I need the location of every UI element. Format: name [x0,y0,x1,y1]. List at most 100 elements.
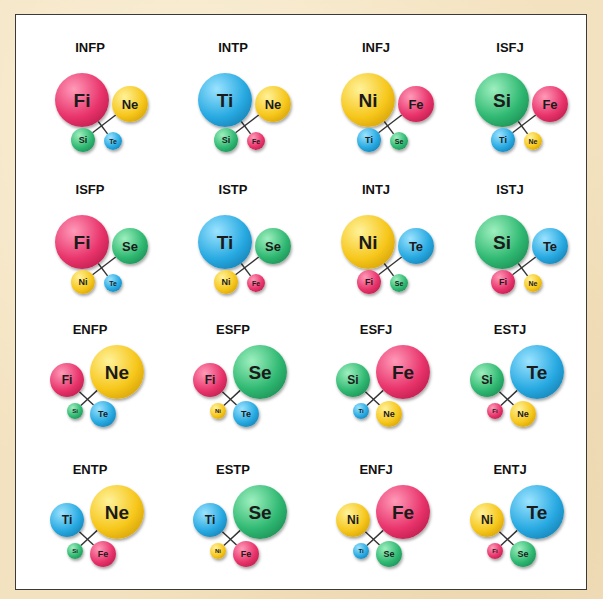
function-name: Fe [252,138,260,145]
function-circle: Ni [470,503,504,537]
function-circle: Ne [255,86,291,122]
function-name: Si [481,374,492,386]
function-name: Se [383,550,394,559]
type-label: INFP [75,41,105,55]
function-name: Te [98,410,108,419]
function-name: Fi [365,278,373,287]
function-name: Ti [358,408,363,414]
function-circle: Se [233,485,287,539]
function-circle: Se [376,541,402,567]
connector-line [499,532,513,545]
function-name: Se [395,138,404,145]
function-circle: Fi [357,270,381,294]
connector-line [222,392,236,405]
function-circle: Te [510,345,564,399]
function-name: Ne [265,98,282,111]
function-name: Ni [215,408,221,414]
function-name: Ti [499,136,507,145]
type-label: ENTJ [493,463,526,477]
function-name: Ni [359,91,378,110]
function-circle: Se [112,228,148,264]
function-circle: Fi [491,270,515,294]
function-circle: Ni [341,73,395,127]
type-label: ESTP [216,463,250,477]
function-name: Ne [383,410,395,419]
function-name: Te [527,503,548,522]
function-circle: Te [398,228,434,264]
function-circle: Fe [90,541,116,567]
function-name: Fi [74,233,91,252]
function-name: Ni [359,233,378,252]
function-circle: Ne [112,86,148,122]
function-name: Fi [499,278,507,287]
function-name: Se [122,240,138,253]
connector-line [222,532,236,545]
function-circle: Fe [532,86,568,122]
function-name: Ti [217,233,234,252]
function-name: Ni [347,514,359,526]
type-label: INTJ [362,183,390,197]
function-circle: Ti [198,73,252,127]
type-label: ISTJ [496,183,523,197]
function-name: Ti [62,514,72,526]
function-name: Fi [62,374,73,386]
function-circle: Fi [50,363,84,397]
function-name: Se [248,503,271,522]
function-circle: Te [510,485,564,539]
function-name: Fi [492,548,497,554]
function-circle: Ni [71,270,95,294]
function-name: Te [241,410,251,419]
function-circle: Si [470,363,504,397]
function-name: Ni [481,514,493,526]
function-name: Ti [217,91,234,110]
function-name: Te [109,138,117,145]
function-name: Ne [517,410,529,419]
function-name: Fe [408,98,423,111]
function-circle: Ti [491,128,515,152]
type-label: ENTP [73,463,108,477]
function-name: Si [347,374,358,386]
function-circle: Fe [247,274,265,292]
function-circle: Te [233,401,259,427]
function-circle: Ti [193,503,227,537]
connector-line [499,392,513,405]
connector-line [79,532,93,545]
type-label: ESFP [216,323,250,337]
function-name: Fi [205,374,216,386]
function-name: Ti [205,514,215,526]
function-circle: Ni [341,215,395,269]
function-circle: Ne [376,401,402,427]
function-name: Se [517,550,528,559]
function-name: Ne [122,98,139,111]
function-name: Ti [358,548,363,554]
function-circle: Fe [233,541,259,567]
function-circle: Se [255,228,291,264]
function-circle: Fe [398,86,434,122]
function-name: Si [79,136,88,145]
function-circle: Se [390,132,408,150]
type-label: ENFJ [359,463,392,477]
connector-line [79,392,93,405]
type-label: ESFJ [360,323,393,337]
function-circle: Ne [90,345,144,399]
function-name: Si [72,548,78,554]
function-circle: Ti [50,503,84,537]
function-circle: Ne [90,485,144,539]
function-name: Fe [392,503,414,522]
function-name: Si [493,233,511,252]
function-name: Fe [252,280,260,287]
function-circle: Ti [353,403,369,419]
function-circle: Si [336,363,370,397]
function-name: Ne [529,280,538,287]
function-circle: Ni [214,270,238,294]
function-name: Fi [492,408,497,414]
type-label: INTP [218,41,248,55]
function-circle: Te [104,132,122,150]
function-circle: Si [67,543,83,559]
function-circle: Fi [55,215,109,269]
function-circle: Fe [247,132,265,150]
type-label: ISTP [219,183,248,197]
function-name: Te [527,363,548,382]
type-label: ENFP [73,323,108,337]
